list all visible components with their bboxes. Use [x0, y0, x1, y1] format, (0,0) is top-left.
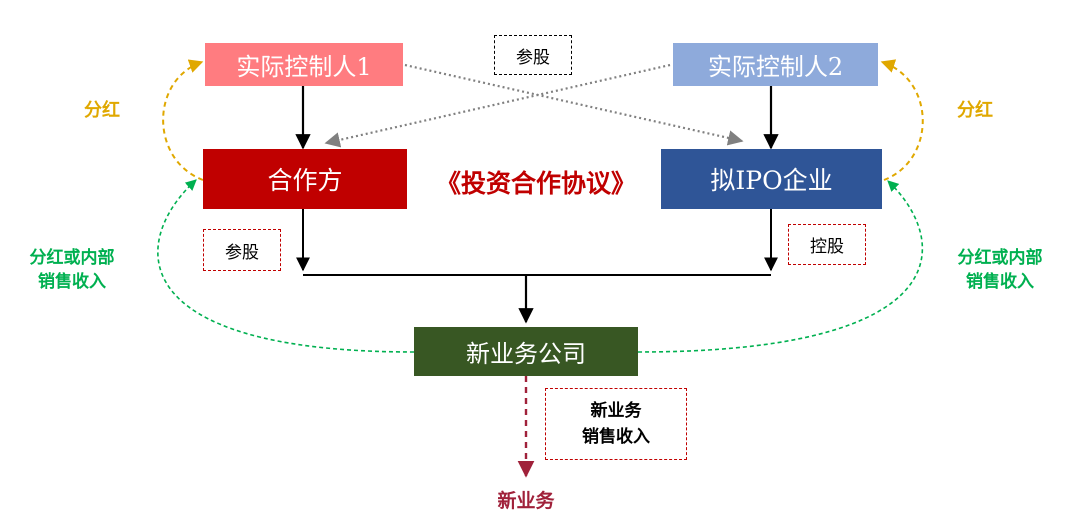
- partner-label: 合作方: [267, 166, 343, 195]
- new-company-box: 新业务公司: [414, 327, 638, 376]
- equity-top-box: 参股: [494, 35, 572, 75]
- dotted-arrow-controller2-to-partner: [324, 63, 671, 148]
- internal-right-line2: 销售收入: [966, 272, 1034, 292]
- new-business-income-line2: 销售收入: [582, 427, 650, 447]
- internal-right-label: 分红或内部 销售收入: [942, 246, 1058, 294]
- partner-box: 合作方: [203, 149, 407, 209]
- internal-right-line1: 分红或内部: [957, 248, 1043, 268]
- agreement-label: 《投资合作协议》: [435, 169, 636, 198]
- dividend-curve-left: [162, 59, 204, 181]
- ipo-company-box: 拟IPO企业: [661, 149, 882, 209]
- controller2-label: 实际控制人2: [707, 53, 844, 81]
- new-company-label: 新业务公司: [466, 340, 586, 368]
- control-box: 控股: [788, 224, 866, 265]
- controller1-label: 实际控制人1: [236, 53, 372, 81]
- internal-left-line2: 销售收入: [38, 272, 106, 292]
- dividend-right-label: 分红: [957, 100, 993, 121]
- dividend-curve-right: [880, 59, 924, 181]
- equity-top-label: 参股: [516, 47, 550, 68]
- equity-partner-label: 参股: [225, 242, 259, 263]
- new-business-label: 新业务: [497, 490, 555, 512]
- controller2-box: 实际控制人2: [673, 43, 878, 86]
- internal-left-label: 分红或内部 销售收入: [14, 246, 130, 294]
- internal-curve-right: [637, 180, 924, 353]
- equity-partner-box: 参股: [203, 229, 281, 271]
- control-label: 控股: [810, 237, 844, 257]
- internal-left-line1: 分红或内部: [29, 248, 115, 268]
- new-business-income-box: 新业务 销售收入: [545, 388, 687, 460]
- dividend-left-label: 分红: [84, 100, 120, 121]
- controller1-box: 实际控制人1: [205, 43, 403, 86]
- internal-curve-left: [157, 179, 415, 353]
- ipo-company-label: 拟IPO企业: [710, 166, 833, 195]
- new-business-income-line1: 新业务: [590, 401, 642, 421]
